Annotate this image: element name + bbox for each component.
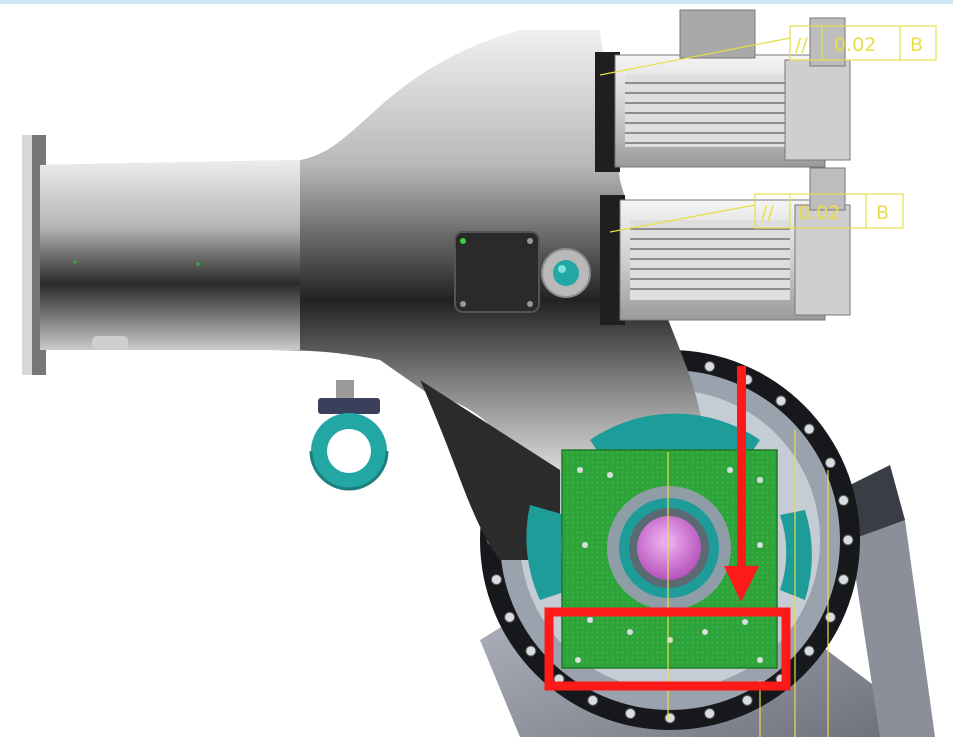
plug-icon <box>541 248 591 298</box>
flange-bolt <box>504 611 516 623</box>
flange-bolt <box>775 395 787 407</box>
viewport-top-border <box>0 0 953 4</box>
flange-bolt <box>587 694 599 706</box>
arrow-down-icon <box>724 366 759 602</box>
flange-bolt <box>803 645 815 657</box>
gdt-upper-value: 0.02 <box>834 34 876 56</box>
gdt-frame-upper: // 0.02 B <box>789 25 937 61</box>
plate-hole <box>575 657 581 663</box>
plate-hole <box>757 542 763 548</box>
flange-bolt <box>824 611 836 623</box>
gdt-frame-lower: // 0.02 B <box>754 193 904 229</box>
plate-hole <box>742 619 748 625</box>
flange-bolt <box>838 494 850 506</box>
plate-hole <box>727 467 733 473</box>
flange-bolt <box>803 423 815 435</box>
flange-bolt <box>704 708 716 720</box>
plate-hole <box>757 657 763 663</box>
gdt-lower-datum: B <box>876 202 889 224</box>
plate-holes <box>575 467 763 663</box>
servo-motor-lower <box>600 167 851 325</box>
highlight-box <box>544 607 791 691</box>
gdt-upper-datum: B <box>910 34 923 56</box>
flange-bolt <box>490 574 502 586</box>
flange-bolt <box>624 708 636 720</box>
plate-hole <box>582 542 588 548</box>
gdt-lower-value: 0.02 <box>798 202 840 224</box>
servo-motor-upper <box>595 9 851 172</box>
plate-hole <box>702 629 708 635</box>
gdt-leader-lines <box>599 37 829 737</box>
flange-bolt <box>704 360 716 372</box>
flange-bolt <box>842 534 854 546</box>
eyebolt-icon <box>309 380 389 491</box>
plate-hole <box>587 617 593 623</box>
flange-bolt <box>838 574 850 586</box>
flange-bolt <box>525 645 537 657</box>
flange-bolt <box>824 457 836 469</box>
arm-casting <box>22 30 704 560</box>
plate-hole <box>627 629 633 635</box>
gdt-upper-symbol: // <box>795 34 808 56</box>
plate-hole <box>607 472 613 478</box>
cover-plate-icon <box>454 231 540 313</box>
flange-bolt <box>664 712 676 724</box>
plate-hole <box>757 477 763 483</box>
flange-bolt <box>741 694 753 706</box>
gdt-lower-symbol: // <box>761 202 774 224</box>
plate-hole <box>577 467 583 473</box>
